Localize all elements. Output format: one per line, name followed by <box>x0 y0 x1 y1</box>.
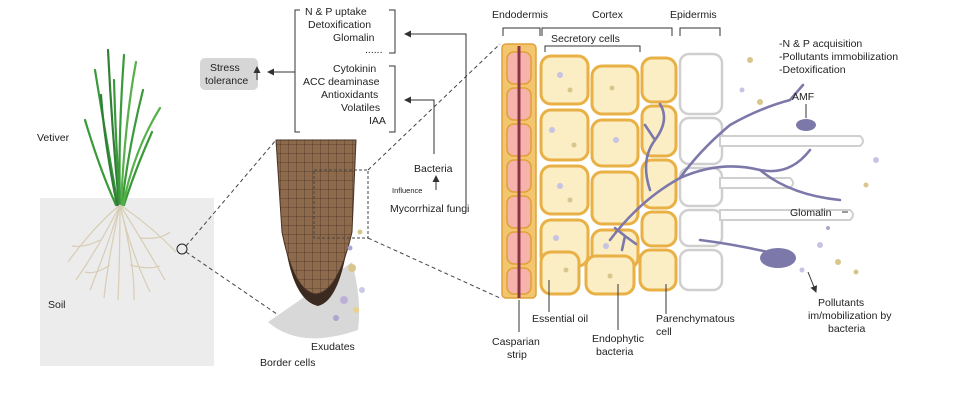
amf-function-list: N & P uptake Detoxification Glomalin ...… <box>305 6 383 56</box>
cortex-cells <box>539 54 678 296</box>
soil-label: Soil <box>48 299 66 311</box>
root-tip: Exudates Border cells <box>260 139 369 369</box>
endodermis-label: Endodermis <box>492 9 548 21</box>
bac-fn-0: Cytokinin <box>333 63 376 75</box>
parenchymatous-label-1: Parenchymatous <box>656 313 735 325</box>
benefit-2: -Detoxification <box>779 64 846 76</box>
mycorrhizal-label: Mycorrhizal fungi <box>390 203 469 215</box>
soil-background <box>40 198 214 366</box>
root-hairs <box>719 135 864 221</box>
vetiver-label: Vetiver <box>37 132 70 144</box>
essential-oil-label: Essential oil <box>532 313 588 325</box>
function-brackets <box>267 9 467 212</box>
vetiver-roots <box>67 204 177 301</box>
glomalin-label: Glomalin <box>790 207 832 219</box>
amf-vesicle <box>796 119 816 131</box>
benefit-0: -N & P acquisition <box>779 38 862 50</box>
amf-fn-0: N & P uptake <box>305 6 367 18</box>
microbe-labels: Bacteria Influence Mycorrhizal fungi <box>390 163 469 215</box>
magnify-circle <box>176 243 188 255</box>
bac-fn-4: IAA <box>369 115 386 127</box>
bac-fn-3: Volatiles <box>341 102 380 114</box>
stress-tolerance-box: Stress tolerance <box>200 58 261 90</box>
amf-label: AMF <box>792 91 814 103</box>
border-cells-label: Border cells <box>260 357 315 369</box>
cortex-label: Cortex <box>592 9 624 21</box>
stress-label: Stress <box>210 62 240 74</box>
pollutants-label-3: bacteria <box>828 323 866 335</box>
vetiver-leaves <box>83 48 162 207</box>
endophytic-label-1: Endophytic <box>592 333 644 345</box>
tolerance-label: tolerance <box>205 75 248 87</box>
vetiver-plant: Vetiver Soil <box>37 48 214 366</box>
fungal-spore <box>760 248 796 268</box>
zoom-lines-plant <box>185 139 291 324</box>
secretory-cell-contents <box>549 72 619 279</box>
influence-label: Influence <box>392 186 422 195</box>
secretory-cells-label: Secretory cells <box>551 33 620 45</box>
bac-fn-2: Antioxidants <box>321 89 378 101</box>
epidermis-label: Epidermis <box>670 9 717 21</box>
bacteria-function-list: Cytokinin ACC deaminase Antioxidants Vol… <box>303 63 386 127</box>
bac-fn-1: ACC deaminase <box>303 76 380 88</box>
label-pointers <box>518 104 848 332</box>
exudates-label: Exudates <box>311 341 355 353</box>
endophytic-label-2: bacteria <box>596 346 634 358</box>
zoom-box <box>313 169 369 239</box>
benefit-1: -Pollutants immobilization <box>779 51 898 63</box>
soil-particles <box>739 57 879 275</box>
amf-fn-2: Glomalin <box>333 32 375 44</box>
bacteria-label: Bacteria <box>414 163 453 175</box>
pollutants-label-2: im/mobilization by <box>808 310 892 322</box>
pollutants-label-1: Pollutants <box>818 297 864 309</box>
amf-fn-1: Detoxification <box>308 19 371 31</box>
amf-fn-3: ...... <box>365 44 383 56</box>
parenchymatous-label-2: cell <box>656 326 672 338</box>
exudate-particles <box>333 229 365 321</box>
epidermis-cells <box>678 52 724 292</box>
casparian-label-1: Casparian <box>492 336 540 348</box>
casparian-label-2: strip <box>507 349 527 361</box>
tissue-headers <box>502 27 721 52</box>
root-cross-section <box>501 43 879 332</box>
